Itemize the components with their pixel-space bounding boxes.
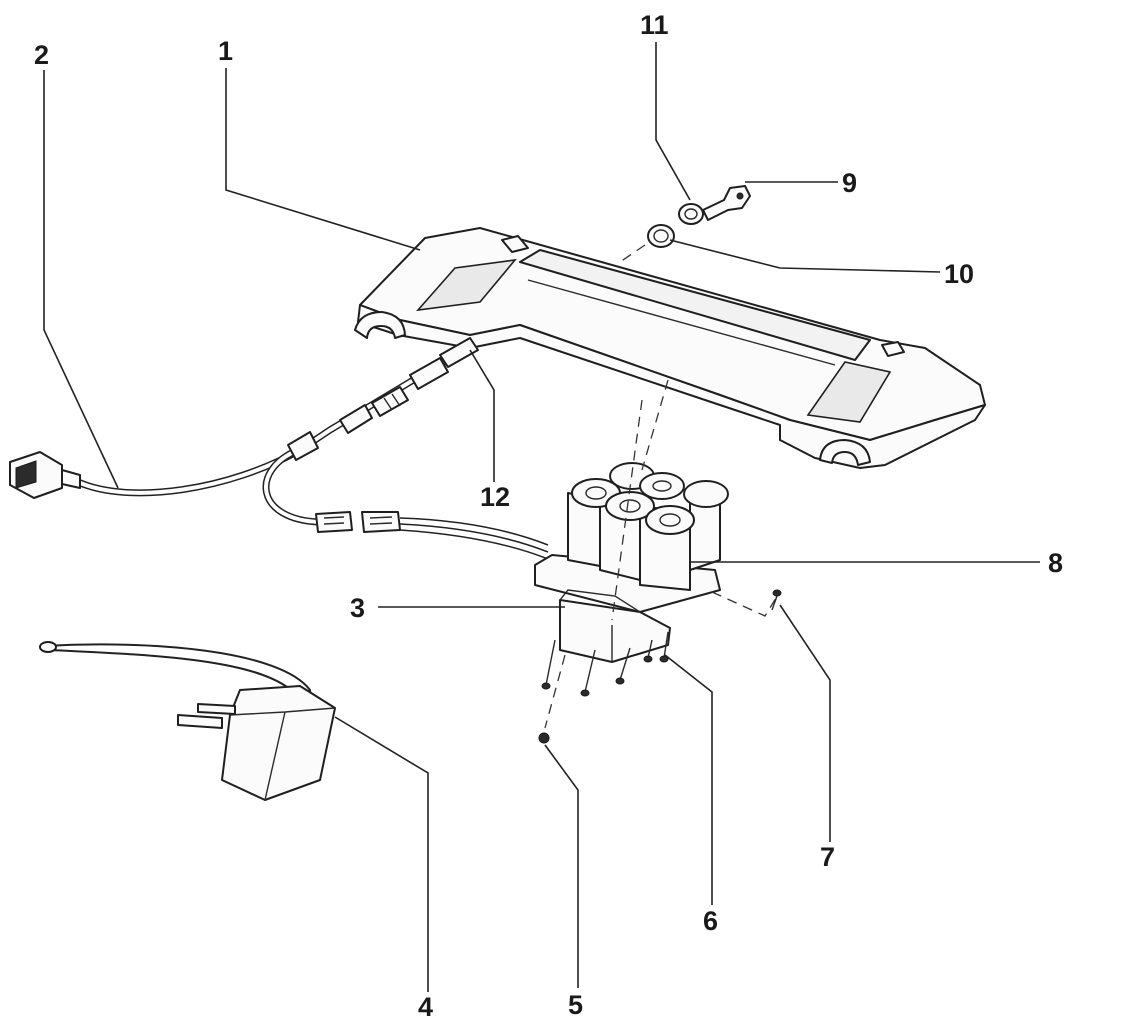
- cable-connectors: [315, 511, 549, 560]
- callout-6: 6: [703, 906, 718, 936]
- callout-2: 2: [34, 40, 49, 70]
- callout-10: 10: [944, 259, 974, 289]
- callout-labels: 1 2 3 4 5 6 7 8 9 10 11 12: [34, 10, 1063, 1022]
- screws: [541, 631, 669, 697]
- mounting-bracket: [559, 589, 671, 663]
- callout-12: 12: [480, 482, 510, 512]
- handle-housing: [354, 227, 986, 469]
- alignment-line: [611, 399, 643, 621]
- screw-small: [711, 589, 782, 617]
- callout-8: 8: [1048, 548, 1063, 578]
- nut: [538, 654, 566, 744]
- leader-lines: [43, 42, 1040, 992]
- plug-adapter: [39, 641, 336, 801]
- callout-4: 4: [418, 992, 433, 1022]
- battery-pack: [534, 462, 729, 613]
- key-lock-assembly: [619, 185, 751, 263]
- callout-5: 5: [568, 990, 583, 1020]
- callout-11: 11: [640, 10, 669, 40]
- power-cable: [9, 337, 479, 526]
- callout-1: 1: [218, 36, 233, 66]
- callout-3: 3: [350, 593, 365, 623]
- callout-9: 9: [842, 168, 857, 198]
- callout-7: 7: [820, 842, 835, 872]
